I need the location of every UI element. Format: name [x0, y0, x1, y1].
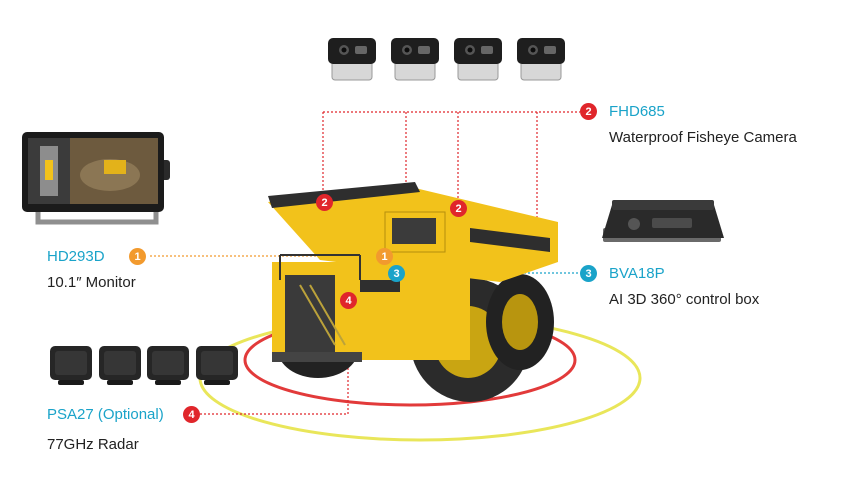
fisheye-camera-4 — [517, 38, 565, 81]
label-radar: PSA27 (Optional) 77GHz Radar — [47, 406, 164, 454]
badge-camera-right: 2 — [450, 200, 467, 217]
fisheye-camera-group — [328, 38, 565, 81]
radar-description: 77GHz Radar — [47, 436, 139, 453]
badge-radar-on-truck: 4 — [340, 292, 357, 309]
monitor-model: HD293D — [47, 248, 105, 265]
monitor-device — [22, 132, 170, 225]
fisheye-camera-3 — [454, 38, 502, 81]
badge-camera: 2 — [580, 103, 597, 120]
fisheye-camera-2 — [391, 38, 439, 81]
radar-unit-2 — [99, 346, 141, 385]
badge-monitor: 1 — [129, 248, 146, 265]
label-control-box: BVA18P AI 3D 360° control box — [609, 265, 759, 309]
badge-radar: 4 — [183, 406, 200, 423]
radar-unit-1 — [50, 346, 92, 385]
radar-unit-3 — [147, 346, 189, 385]
control-box-model: BVA18P — [609, 265, 665, 282]
radar-unit-group — [50, 346, 238, 385]
control-box-description: AI 3D 360° control box — [609, 291, 760, 308]
badge-camera-left: 2 — [316, 194, 333, 211]
radar-unit-4 — [196, 346, 238, 385]
camera-description: Waterproof Fisheye Camera — [609, 129, 797, 146]
mining-dump-truck — [268, 182, 558, 402]
monitor-description: 10.1″ Monitor — [47, 274, 136, 291]
label-monitor: HD293D 10.1″ Monitor — [47, 248, 136, 292]
fisheye-camera-1 — [328, 38, 376, 81]
radar-model: PSA27 (Optional) — [47, 406, 164, 423]
badge-control-box: 3 — [580, 265, 597, 282]
camera-model: FHD685 — [609, 103, 665, 120]
badge-monitor-on-truck: 1 — [376, 248, 393, 265]
badge-control-box-on-truck: 3 — [388, 265, 405, 282]
label-camera: FHD685 Waterproof Fisheye Camera — [609, 103, 797, 147]
control-box-device — [602, 200, 724, 242]
